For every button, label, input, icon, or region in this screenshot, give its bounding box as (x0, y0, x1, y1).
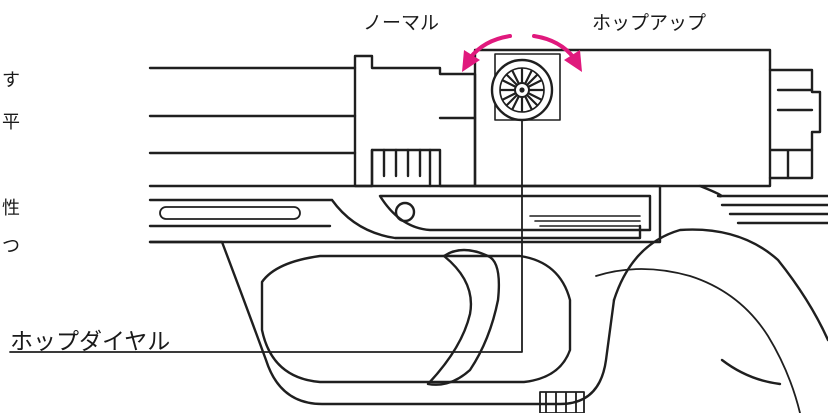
frame-rail (148, 184, 662, 244)
lever-serrations (529, 215, 641, 227)
slide-stop-lever (378, 194, 652, 232)
grip-inner (595, 268, 801, 413)
trigger-guard-inner (260, 254, 572, 384)
curved-arrow-right-icon (532, 34, 576, 60)
curved-arrow-left-icon (468, 34, 512, 60)
magazine-release (539, 391, 585, 413)
chamber-fins (370, 148, 432, 188)
hop-dial-label: ホップダイヤル (10, 329, 171, 355)
hop-up-label: ホップアップ (592, 12, 707, 34)
cropped-text-fragment: 平 (2, 112, 20, 133)
barrel-lines (148, 66, 477, 155)
receiver-detail (768, 68, 814, 180)
cropped-text-fragment: す (2, 70, 20, 91)
trigger-guard (148, 240, 616, 406)
cropped-text-fragment: 性 (2, 198, 20, 219)
normal-label: ノーマル (363, 12, 440, 34)
rear-mechanism (698, 184, 828, 225)
rail-slot (159, 206, 301, 220)
trigger (426, 248, 501, 386)
arrow-head-right (564, 50, 582, 72)
cropped-text-fragment: つ (2, 236, 20, 257)
hop-dial (490, 58, 554, 122)
hop-dial-leader-line (9, 101, 523, 353)
grip-outline (612, 228, 828, 342)
arrow-head-left (462, 50, 480, 72)
grip-edge (720, 358, 782, 386)
